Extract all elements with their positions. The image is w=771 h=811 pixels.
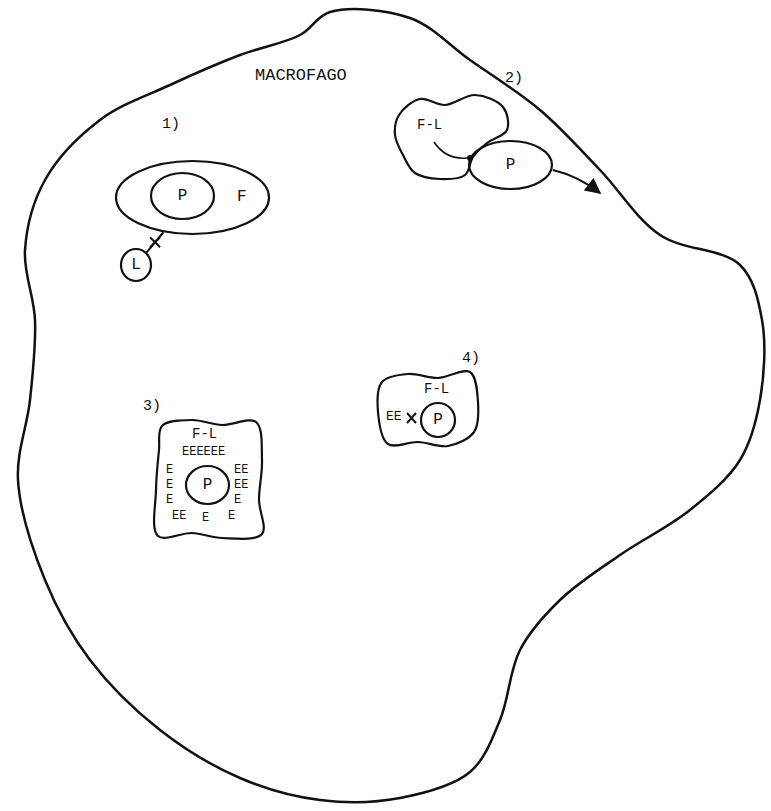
case-number: 4) [462, 350, 480, 367]
parasite: P [420, 402, 456, 438]
blocked-mark [150, 237, 160, 247]
phagosome: FP [115, 160, 270, 235]
enzyme-mark: E [166, 494, 173, 508]
enzyme-mark: E [166, 464, 173, 478]
blob-shape [395, 95, 508, 179]
enzyme-mark: E [202, 512, 209, 526]
phagolysosome-outline [395, 95, 520, 180]
ellipse-shape [151, 173, 214, 219]
phagosome-outline [115, 160, 270, 235]
lysosome: L [120, 248, 152, 282]
connector-group [147, 232, 164, 252]
ellipse-shape [121, 249, 151, 281]
fusion-line [147, 232, 164, 252]
blob-shape [377, 371, 478, 446]
ellipse-shape [421, 403, 455, 437]
node-label: P [506, 156, 516, 174]
node-label: P [433, 411, 443, 429]
case-number: 1) [162, 116, 180, 133]
enzyme-mark: EEEEEE [182, 446, 225, 460]
enzyme-mark: E [234, 494, 241, 508]
enzyme-mark: EE [234, 479, 248, 493]
node-label: P [203, 476, 213, 494]
blocked-mark [407, 413, 416, 423]
node-label: MACROFAGO [255, 66, 347, 86]
node-label: F-L [424, 381, 449, 397]
enzyme-mark: EE [386, 410, 402, 425]
blocked-stroke [150, 237, 160, 247]
pointer-line [434, 142, 467, 158]
escape-arrow [553, 170, 600, 193]
enzyme-mark: E [166, 479, 173, 493]
blob-shape [154, 420, 264, 539]
enzyme-mark: E [228, 510, 235, 524]
parasite: P [468, 140, 553, 190]
ellipse-shape [469, 141, 552, 189]
blocked-stroke [150, 237, 160, 247]
enzyme-mark: EE [234, 464, 248, 478]
enzyme-mark: EE [172, 510, 186, 524]
cell-membrane [18, 9, 765, 802]
ellipse-shape [116, 161, 269, 234]
node-label: F [237, 188, 247, 206]
case-number: 2) [505, 70, 523, 87]
phagolysosome: F-L P [395, 95, 520, 180]
node-label: L [131, 256, 141, 274]
case-number: 3) [143, 398, 161, 415]
ellipse-shape [186, 466, 229, 504]
node-label: F-L [192, 426, 217, 442]
node-label: P [178, 187, 188, 205]
parasite: P [150, 172, 215, 220]
node-label: F-L [417, 117, 442, 133]
parasite: P [185, 465, 230, 505]
